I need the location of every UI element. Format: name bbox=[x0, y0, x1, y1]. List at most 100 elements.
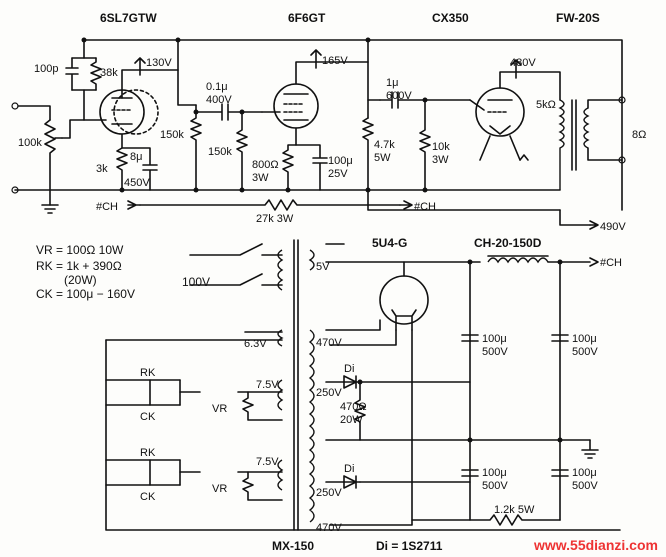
note-line-3: (20W) bbox=[64, 273, 97, 287]
label-150k-a: 150k bbox=[160, 129, 184, 141]
bias-net-a-lines bbox=[105, 379, 181, 406]
b-plus-top-rail bbox=[83, 39, 623, 211]
bias-net-a-tie bbox=[149, 379, 181, 406]
label-0-1u: 0.1μ bbox=[206, 81, 228, 93]
label-10k: 10k bbox=[432, 141, 450, 153]
speaker-terminal-minus bbox=[618, 156, 626, 164]
label-ch-left: #CH bbox=[96, 201, 118, 213]
label-rk-b: RK bbox=[140, 447, 156, 459]
label-1u-voltage: 600V bbox=[386, 90, 412, 102]
label-8u-voltage: 450V bbox=[124, 177, 150, 189]
label-vr-b: VR bbox=[212, 483, 227, 495]
label-10k-watt: 3W bbox=[432, 154, 449, 166]
label-rk-a: RK bbox=[140, 367, 156, 379]
note-line-2: RK = 1k + 390Ω bbox=[36, 259, 122, 273]
label-470-ohm: 470Ω bbox=[340, 401, 367, 413]
label-cap3-voltage: 500V bbox=[482, 480, 508, 492]
label-38k: 38k bbox=[100, 67, 118, 79]
output-xfmr-secondary bbox=[583, 107, 590, 149]
bias-net-b-lines bbox=[105, 459, 181, 486]
filament-leads bbox=[479, 135, 521, 161]
label-4-7k: 4.7k bbox=[374, 139, 395, 151]
label-ck-b: CK bbox=[140, 491, 156, 503]
v130-arrow bbox=[134, 57, 146, 76]
watermark: www.55dianzi.com bbox=[533, 537, 658, 553]
label-cap2: 100μ bbox=[572, 333, 597, 345]
hv-secondary bbox=[308, 329, 315, 523]
b-plus-stage-line bbox=[367, 189, 561, 211]
v490-arrow bbox=[589, 220, 599, 230]
vr-taps bbox=[247, 391, 283, 473]
label-choke: CH-20-150D bbox=[474, 236, 542, 250]
plate-to-coupling bbox=[177, 69, 197, 106]
cap-100u-4 bbox=[551, 469, 569, 477]
label-250v-b: 250V bbox=[316, 487, 342, 499]
label-cap2-voltage: 500V bbox=[572, 346, 598, 358]
ch-arrow-left bbox=[127, 200, 141, 210]
bias-winding-b bbox=[277, 459, 284, 491]
tube-cx350-electrodes bbox=[487, 99, 513, 135]
label-4-7k-watt: 5W bbox=[374, 152, 391, 164]
tube-label-cx350: CX350 bbox=[432, 11, 469, 25]
label-100v: 100V bbox=[182, 275, 210, 289]
power-xfmr-primary bbox=[277, 249, 284, 291]
resistor-1-2k bbox=[411, 514, 561, 526]
label-cap1: 100μ bbox=[482, 333, 507, 345]
bias-winding-a bbox=[277, 379, 284, 411]
label-800: 800Ω bbox=[252, 159, 279, 171]
label-130v: 130V bbox=[146, 57, 172, 69]
v480-arrow bbox=[510, 59, 522, 79]
mains-switch-a bbox=[189, 243, 283, 256]
cap-100p bbox=[65, 57, 79, 91]
tube-6f6 bbox=[273, 83, 319, 129]
note-line-4: CK = 100μ − 160V bbox=[36, 287, 135, 301]
resistor-470 bbox=[354, 381, 471, 441]
rect-filament-lead bbox=[325, 261, 405, 277]
label-3k: 3k bbox=[96, 163, 108, 175]
b-plus-490-line bbox=[559, 209, 591, 226]
resistor-27k bbox=[139, 199, 401, 211]
label-100u-cathode-voltage: 25V bbox=[328, 168, 348, 180]
label-480v: 480V bbox=[510, 57, 536, 69]
label-ch-choke: #CH bbox=[600, 257, 622, 269]
ground-return bbox=[105, 339, 621, 531]
output-leads bbox=[587, 99, 623, 161]
volume-pot-body bbox=[44, 119, 56, 191]
note-line-1: VR = 100Ω 10W bbox=[36, 243, 124, 257]
output-xfmr-core bbox=[571, 99, 577, 171]
label-100k: 100k bbox=[18, 137, 42, 149]
label-800-watt: 3W bbox=[252, 172, 269, 184]
label-250v-a: 250V bbox=[316, 387, 342, 399]
resistor-38k bbox=[90, 57, 102, 91]
label-cap3: 100μ bbox=[482, 467, 507, 479]
cap-100u-cathode bbox=[295, 144, 328, 191]
choke-ch-arrow bbox=[589, 257, 599, 267]
input-terminal bbox=[11, 102, 19, 110]
label-5v: 5V bbox=[316, 261, 330, 273]
transformer-label-fw20s: FW-20S bbox=[556, 11, 600, 25]
cap-1u bbox=[379, 91, 471, 109]
label-7-5v-a: 7.5V bbox=[256, 379, 279, 391]
label-cap4: 100μ bbox=[572, 467, 597, 479]
tube-6sl7-second-half bbox=[113, 89, 159, 135]
label-diode-part: Di = 1S2711 bbox=[376, 539, 443, 553]
rect-filament-winding bbox=[308, 249, 315, 271]
plate-wire-1 bbox=[121, 69, 141, 99]
cap-0-1u bbox=[195, 103, 263, 121]
diode-b bbox=[343, 475, 357, 489]
plate-wire-2 bbox=[295, 61, 317, 85]
tube-5u4-plates bbox=[391, 309, 417, 331]
ground-symbol-2 bbox=[581, 439, 599, 459]
choke-coil bbox=[487, 257, 549, 264]
v165-arrow bbox=[310, 49, 322, 69]
mains-switch-b bbox=[189, 273, 283, 286]
ch-arrow-right bbox=[399, 200, 413, 210]
junction-dots bbox=[81, 37, 563, 443]
label-cap1-voltage: 500V bbox=[482, 346, 508, 358]
plate-wire-3 bbox=[499, 71, 561, 101]
label-8-ohm: 8Ω bbox=[632, 129, 646, 141]
label-0-1u-voltage: 400V bbox=[206, 94, 232, 106]
label-8u: 8μ bbox=[130, 151, 142, 163]
tube-label-5u4: 5U4-G bbox=[372, 236, 407, 250]
